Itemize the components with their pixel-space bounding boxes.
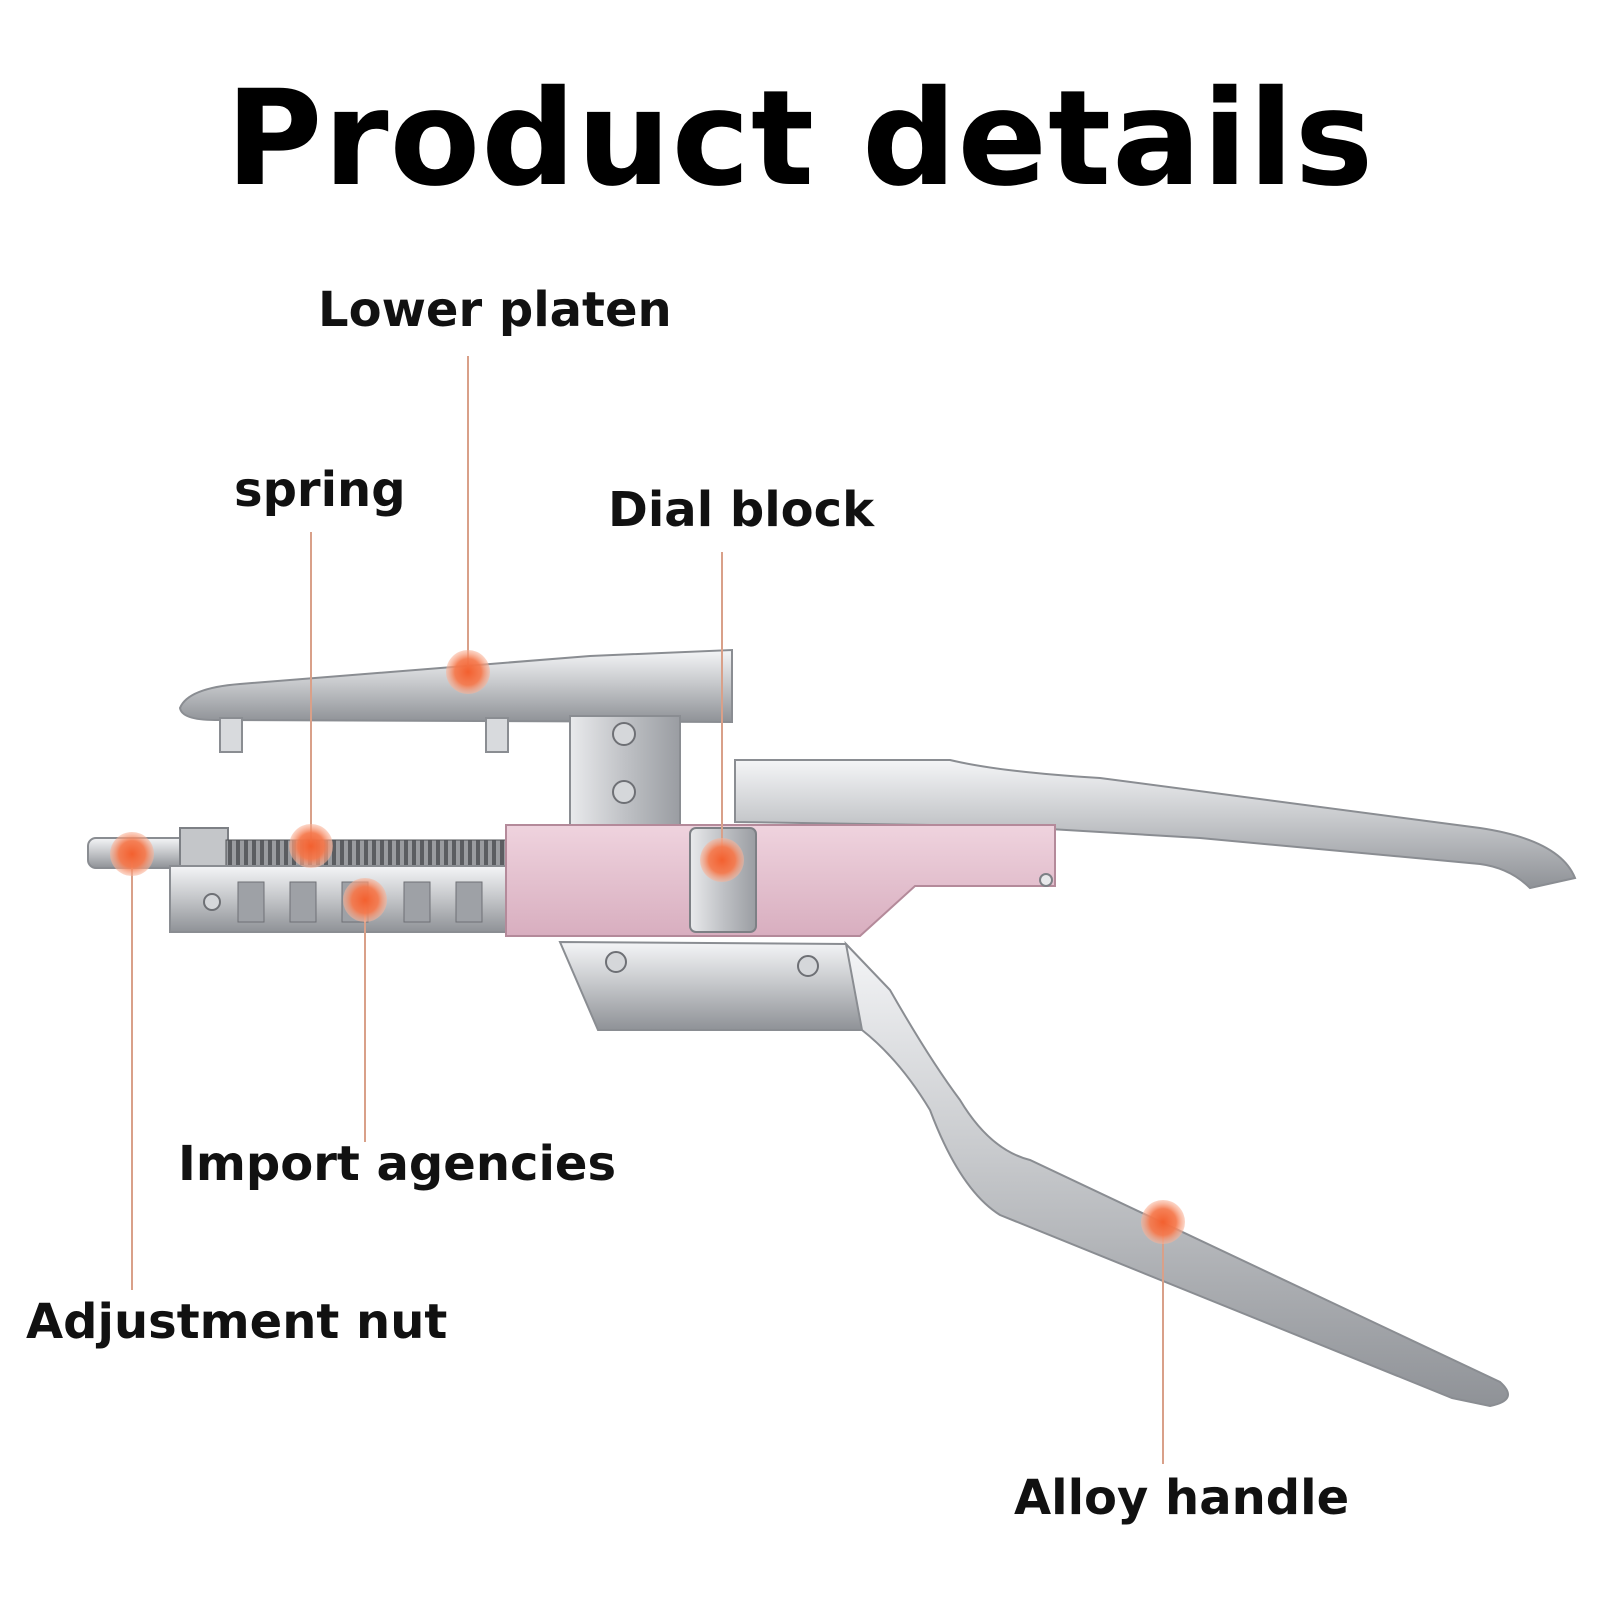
guide-rail bbox=[169, 865, 511, 933]
marker-import-agencies bbox=[343, 878, 387, 922]
marker-alloy-handle bbox=[1141, 1200, 1185, 1244]
alloy-handle-part bbox=[844, 940, 1509, 1408]
label-alloy-handle: Alloy handle bbox=[1014, 1470, 1350, 1526]
spring-coil bbox=[225, 839, 507, 867]
rod-bracket bbox=[179, 827, 229, 871]
upper-lever bbox=[734, 759, 1577, 890]
label-adjustment-nut: Adjustment nut bbox=[26, 1294, 448, 1350]
screw-top bbox=[612, 722, 636, 746]
label-lower-platen: Lower platen bbox=[318, 282, 672, 338]
marker-adjustment-nut bbox=[110, 832, 154, 876]
label-import-agencies: Import agencies bbox=[178, 1136, 617, 1192]
label-spring: spring bbox=[234, 462, 406, 518]
screw-bottom bbox=[612, 780, 636, 804]
platen-tab-right bbox=[485, 717, 509, 753]
markers bbox=[110, 650, 1185, 1244]
leader-lines bbox=[131, 356, 1164, 1464]
pink-body bbox=[505, 824, 1056, 937]
marker-dial-block bbox=[700, 838, 744, 882]
page-title: Product details bbox=[225, 62, 1375, 216]
marker-spring bbox=[289, 824, 333, 868]
marker-lower-platen bbox=[446, 650, 490, 694]
platen-tab-left bbox=[219, 717, 243, 753]
label-dial-block: Dial block bbox=[608, 482, 875, 538]
